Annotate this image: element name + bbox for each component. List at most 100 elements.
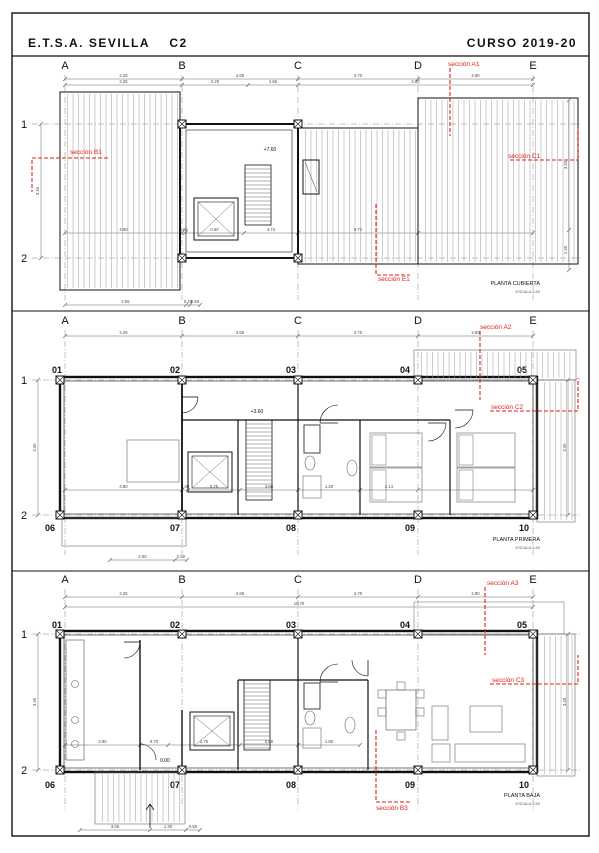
roof-slab-middle (297, 127, 419, 265)
axis-number-2: 2 (21, 510, 27, 522)
door-dorm2-swing (454, 409, 474, 429)
pillar-number-02: 02 (170, 365, 180, 375)
roof-hatch-right (425, 100, 575, 262)
dimension-value: 2.80 (471, 591, 480, 596)
dimension-tick (415, 487, 421, 493)
lift-diagonal (191, 455, 229, 489)
dimension-value: 2.70 (354, 73, 363, 78)
dimension-value: 2.00 (138, 554, 147, 559)
dimension-value: 0.50 (177, 554, 186, 559)
section-c2-line (490, 378, 579, 412)
pillar-hatch (55, 510, 65, 520)
level-mark: +7.60 (264, 147, 277, 153)
section-e1-line (375, 204, 410, 276)
pillar-hatch (528, 510, 538, 520)
dimension-tick (62, 230, 68, 236)
axis-letter-C: C (294, 60, 302, 72)
pillar-hatch (413, 629, 423, 639)
dimension-tick (295, 76, 301, 82)
dimension-value: 2.70 (354, 591, 363, 596)
armchair (431, 705, 449, 741)
washbasin (346, 459, 358, 477)
coffee-table (469, 705, 503, 733)
roof-slab-right (417, 97, 579, 265)
dimension-tick (530, 604, 536, 610)
chimney (302, 159, 320, 195)
dimension-tick (197, 827, 203, 833)
dimension-value: 2.55 (121, 299, 130, 304)
dimension-tick (183, 302, 189, 308)
dimension-value: 2.25 (119, 591, 128, 596)
plan-scale: ESCALA 1:50 (516, 801, 541, 806)
dimension-tick (415, 333, 421, 339)
dimension-tick (179, 76, 185, 82)
sofa (454, 743, 526, 763)
dimension-tick (62, 333, 68, 339)
pillar-hatch (293, 765, 303, 775)
axis-letter-E: E (529, 574, 536, 586)
dimension-tick (415, 594, 421, 600)
section-c3-label: sección C3 (492, 677, 525, 684)
axis-letter-C: C (294, 574, 302, 586)
plan-scale: ESCALA 1:50 (516, 545, 541, 550)
pillar-hatch (55, 629, 65, 639)
school-name: E.T.S.A. SEVILLA (28, 36, 151, 50)
dimension-value: 2.20 (211, 79, 220, 84)
dimension-tick (62, 594, 68, 600)
dimension-tick (566, 267, 572, 273)
stair-ground (243, 679, 271, 751)
section-b3-label: sección B3 (376, 805, 408, 812)
dimension-value: 0.40 (184, 299, 193, 304)
dimension-tick (530, 82, 536, 88)
dining-chair-2 (415, 689, 425, 699)
pillar-hatch (55, 765, 65, 775)
dimension-tick (241, 230, 247, 236)
dimension-value: 2.14 (385, 484, 394, 489)
bidet (302, 475, 322, 499)
section-b3-line (375, 730, 410, 803)
dimension-tick (35, 767, 41, 773)
door-hall-swing (139, 743, 157, 761)
bed-3 (456, 432, 516, 468)
section-a2-label: sección A2 (480, 324, 512, 331)
section-c1-label: sección C1 (508, 153, 541, 160)
dimension-value: 3.45 (35, 186, 40, 195)
dimension-value: 4.80 (119, 484, 128, 489)
section-a3-label: sección A3 (487, 580, 519, 587)
dimension-value: 1.40 (563, 245, 568, 254)
dimension-value: 2.90 (98, 739, 107, 744)
entrance-steps-hatch (102, 774, 180, 822)
dimension-tick (38, 121, 44, 127)
dimension-tick (357, 742, 363, 748)
dimension-value: 1.65 (269, 79, 278, 84)
dimension-tick (62, 487, 68, 493)
axis-letter-A: A (61, 60, 69, 72)
stair-treads-roof (245, 168, 271, 222)
bidet (302, 727, 322, 749)
dimension-tick (187, 302, 193, 308)
porch-top (413, 601, 565, 635)
dimensions-left: 3.45 (32, 631, 41, 773)
dimension-value: 3.05 (111, 824, 120, 829)
dimension-tick (197, 302, 203, 308)
pillar-hatch (293, 510, 303, 520)
dimension-tick (566, 97, 572, 103)
kitchen-hob-0 (71, 680, 79, 688)
washbasin (344, 716, 356, 734)
dimension-tick (62, 302, 68, 308)
dimension-tick (62, 82, 68, 88)
dimensions-right: 3.45 (562, 631, 571, 773)
dimension-tick (35, 631, 41, 637)
dining-table (385, 689, 417, 731)
section-e1-label: sección E1 (378, 276, 410, 283)
dimensions-left: 3.45 (35, 121, 44, 261)
door-dorm1-swing (427, 422, 447, 442)
axis-number-2: 2 (21, 765, 27, 777)
plan-title: PLANTA PRIMERA (493, 537, 541, 543)
side-table (431, 743, 451, 763)
